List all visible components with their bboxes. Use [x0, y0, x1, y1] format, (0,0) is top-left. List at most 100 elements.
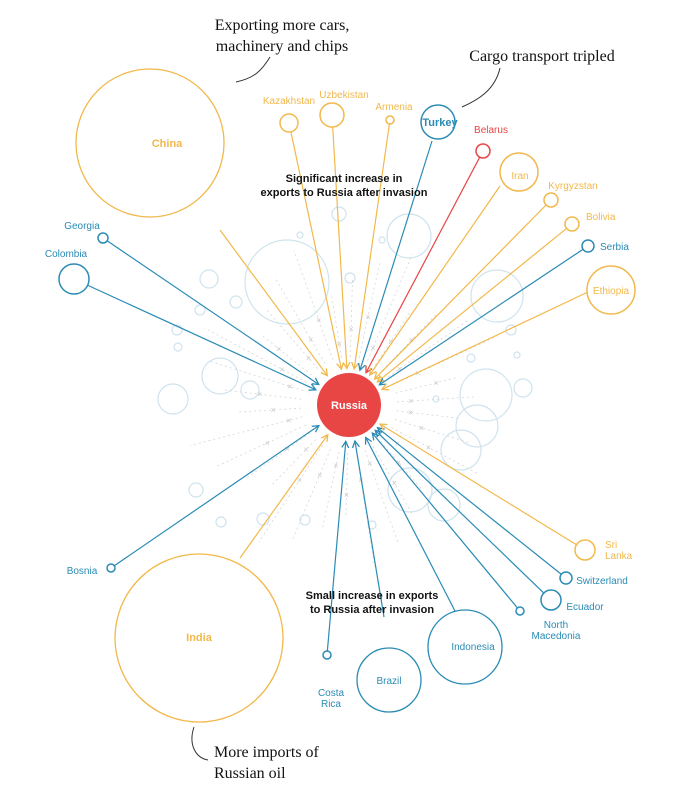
minor-country-bubble [215, 516, 227, 528]
minor-flow-marker-icon: × [426, 442, 431, 452]
minor-flow-marker-icon: × [287, 381, 292, 391]
georgia-export-arrow [106, 240, 318, 384]
kyrgyzstan-export-arrow [375, 204, 547, 379]
minor-flow-line [391, 427, 479, 475]
minor-flow-line [367, 253, 413, 361]
minor-country-bubble [459, 368, 513, 422]
minor-country-bubble [331, 206, 347, 222]
ecuador-label: Ecuador [566, 602, 604, 613]
bolivia-bubble [564, 216, 580, 232]
minor-country-bubble [194, 304, 206, 316]
background-minor-countries: ×××××××××××××××××××××××××××××××××× [157, 206, 533, 568]
minor-flow-line [209, 360, 304, 391]
belarus-label: Belarus [474, 125, 508, 136]
minor-flow-line [387, 319, 469, 378]
turkey-note: Cargo transport tripled [469, 48, 614, 65]
minor-flow-line [258, 444, 323, 543]
ethiopia-export-arrow [382, 291, 589, 389]
minor-flow-line [272, 439, 316, 485]
india-label: India [186, 632, 213, 644]
india-note-line2: Russian oil [214, 765, 286, 782]
minor-flow-marker-icon: × [337, 339, 342, 349]
georgia-bubble [97, 232, 109, 244]
turkey-label: Turkey [422, 117, 458, 129]
minor-flow-marker-icon: × [365, 312, 370, 322]
uzbekistan-bubble [319, 102, 345, 128]
minor-flow-marker-icon: × [317, 470, 322, 480]
minor-flow-line [239, 407, 302, 413]
minor-flow-marker-icon: × [316, 315, 321, 325]
minor-flow-marker-icon: × [276, 344, 281, 354]
ethiopia-label: Ethiopia [593, 286, 630, 297]
indonesia-bubble [427, 609, 503, 685]
minor-country-bubble [513, 351, 521, 359]
minor-flow-line [396, 410, 459, 419]
minor-flow-line [345, 452, 349, 515]
kyrgyzstan-bubble [543, 192, 559, 208]
minor-country-bubble [432, 395, 440, 403]
china-bubble [75, 68, 225, 218]
north-macedonia-bubble [515, 606, 525, 616]
minor-flow-line [221, 389, 302, 400]
minor-country-bubble [505, 324, 517, 336]
iran-bubble [499, 152, 539, 192]
bosnia-bubble [106, 563, 116, 573]
bosnia-export-arrow [113, 426, 318, 567]
minor-country-bubble [299, 514, 311, 526]
annotations: Exporting more cars, machinery and chips… [191, 17, 615, 782]
minor-flow-line [265, 307, 318, 369]
small-note-line1: Small increase in exports [306, 590, 439, 602]
minor-country-bubble [199, 269, 219, 289]
minor-country-bubble [386, 213, 432, 259]
brazil-bubble [356, 647, 422, 713]
minor-country-bubble [244, 239, 330, 325]
minor-flow-marker-icon: × [388, 337, 393, 347]
minor-flow-marker-icon: × [434, 378, 439, 388]
minor-country-bubble [367, 520, 377, 530]
bolivia-label: Bolivia [586, 212, 616, 223]
minor-country-bubble [513, 378, 533, 398]
ecuador-export-arrow [376, 431, 545, 594]
minor-country-bubble [440, 429, 482, 471]
minor-flow-marker-icon: × [408, 407, 413, 417]
minor-flow-marker-icon: × [306, 353, 311, 363]
minor-flow-marker-icon: × [265, 438, 270, 448]
georgia-label: Georgia [64, 221, 100, 232]
colombia-label: Colombia [45, 249, 88, 260]
armenia-label: Armenia [375, 102, 413, 113]
minor-flow-line [382, 312, 439, 371]
minor-flow-line [275, 278, 326, 364]
minor-country-bubble [201, 357, 239, 395]
russia-label: Russia [331, 400, 368, 412]
india-note-leader [191, 726, 209, 761]
iran-export-arrow [370, 185, 501, 375]
minor-flow-line [375, 312, 410, 366]
north-macedonia-export-arrow [373, 433, 518, 609]
sri-lanka-export-arrow [381, 424, 577, 546]
russia-node: Russia [317, 373, 381, 437]
colombia-bubble [58, 263, 90, 295]
india-bubble [114, 553, 284, 723]
iran-label: Iran [511, 171, 528, 182]
small-note-line2: to Russia after invasion [310, 604, 434, 616]
minor-flow-marker-icon: × [409, 335, 414, 345]
china-export-arrow [219, 229, 327, 375]
serbia-bubble [581, 239, 595, 253]
india-export-arrow [239, 435, 328, 559]
bolivia-export-arrow [378, 227, 567, 381]
minor-flow-marker-icon: × [286, 415, 291, 425]
minor-flow-marker-icon: × [392, 478, 397, 488]
minor-flow-line [244, 432, 311, 480]
minor-flow-marker-icon: × [370, 343, 375, 353]
minor-country-bubble [378, 236, 386, 244]
bosnia-label: Bosnia [67, 566, 98, 577]
minor-flow-marker-icon: × [397, 364, 402, 374]
minor-country-bubble [188, 482, 204, 498]
minor-country-bubble [466, 353, 476, 363]
export-arrows [87, 123, 589, 652]
minor-flow-marker-icon: × [396, 458, 401, 468]
minor-flow-marker-icon: × [271, 405, 276, 415]
minor-country-bubble [470, 269, 524, 323]
